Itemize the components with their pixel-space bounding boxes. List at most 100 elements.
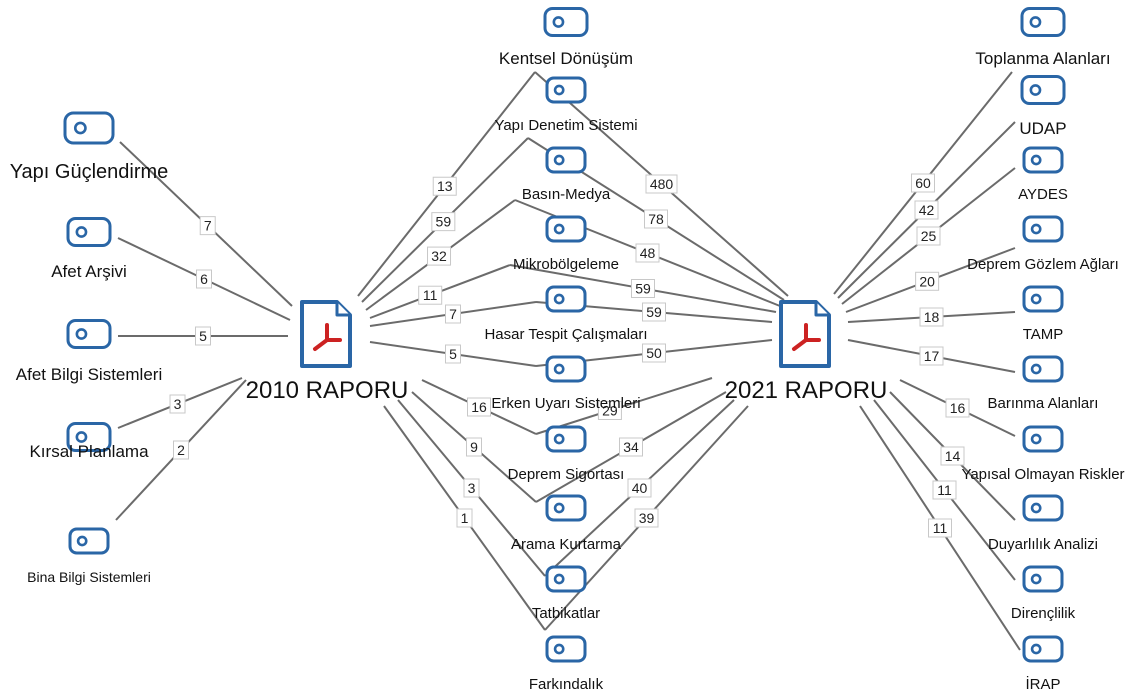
edge-label-box: [432, 176, 457, 196]
topic-node-arama-kurtarma[interactable]: Arama Kurtarma: [511, 494, 622, 553]
edge-r2021-kentsel-donusum: 480: [534, 71, 789, 297]
tag-icon: [545, 215, 587, 243]
edge-weight-label: 29: [602, 402, 618, 418]
edge-r2021-barinma-alanlari: 17: [847, 339, 1016, 373]
topic-label: Kırsal Planlama: [29, 442, 149, 461]
topic-node-tamp[interactable]: TAMP: [1022, 285, 1064, 343]
topic-label: Afet Arşivi: [51, 262, 127, 281]
edge-weight-label: 480: [650, 176, 674, 192]
report-node-r2010[interactable]: 2010 RAPORU: [246, 300, 409, 404]
tag-icon: [66, 319, 112, 349]
report-label: 2010 RAPORU: [246, 377, 409, 404]
edge-label-box: [619, 437, 643, 457]
topic-label: Hasar Tespit Çalışmaları: [484, 326, 647, 343]
edge-weight-label: 5: [199, 328, 207, 344]
topic-node-yapisal-olmayan[interactable]: Yapısal Olmayan Riskler: [961, 425, 1125, 483]
pdf-document-icon: [779, 300, 831, 368]
topic-node-kirsal-planlama[interactable]: Kırsal Planlama: [29, 422, 149, 462]
tag-icon: [543, 7, 589, 37]
topic-node-mikrobolgeleme[interactable]: Mikrobölgeleme: [513, 215, 619, 273]
topic-node-yapi-denetim-sistemi[interactable]: Yapı Denetim Sistemi: [494, 76, 638, 134]
tag-icon: [1022, 635, 1064, 663]
tag-icon: [1022, 565, 1064, 593]
topic-node-hasar-tespit[interactable]: Hasar Tespit Çalışmaları: [484, 285, 648, 343]
edge-weight-label: 7: [449, 306, 457, 322]
topic-label: Afet Bilgi Sistemleri: [16, 365, 162, 384]
edge-label-box: [928, 518, 952, 538]
edge-r2010-basin-medya: 32: [365, 199, 516, 311]
edge-r2021-mikrobolgeleme: 59: [509, 264, 777, 313]
topic-label: Deprem Sigortası: [508, 466, 625, 483]
tag-icon: [1022, 425, 1064, 453]
edge-label-box: [427, 246, 452, 266]
tag-icon: [545, 635, 587, 663]
edge-weight-label: 17: [924, 348, 940, 364]
tag-icon: [68, 527, 110, 555]
edge-weight-label: 11: [937, 482, 952, 498]
tag-icon: [1020, 7, 1066, 37]
edge-label-box: [431, 212, 456, 232]
edge-r2021-deprem-gozlem: 20: [845, 247, 1016, 313]
edge-weight-label: 78: [648, 211, 664, 227]
edge-label-box: [418, 285, 443, 305]
edge-r2021-tamp: 18: [847, 307, 1016, 327]
edge-label-box: [631, 279, 655, 298]
edge-label-box: [911, 173, 935, 193]
edge-label-box: [463, 478, 480, 498]
topic-node-afet-arsivi[interactable]: Afet Arşivi: [51, 217, 127, 282]
edge-r2010-afet-bilgi-sistemleri: 5: [118, 326, 288, 346]
edge-r2010-yapi-denetim-sistemi: 59: [361, 137, 529, 303]
edge-label-box: [445, 304, 461, 324]
edge-r2021-farkindalik: 39: [544, 405, 749, 631]
edge-label-box: [915, 271, 940, 291]
edge-weight-label: 6: [200, 271, 208, 287]
topic-label: Arama Kurtarma: [511, 536, 622, 553]
topic-node-dirensilik[interactable]: Dirençlilik: [1011, 565, 1076, 622]
edge-weight-label: 2: [177, 442, 185, 458]
edge-weight-label: 3: [468, 480, 476, 496]
edge-r2010-bina-bilgi-sistemleri: 2: [115, 379, 247, 521]
edge-r2010-kentsel-donusum: 13: [357, 71, 536, 297]
topic-node-deprem-sigortasi[interactable]: Deprem Sigortası: [508, 425, 625, 483]
edge-r2021-irap: 11: [859, 405, 1021, 651]
topic-node-duyarlilik-analizi[interactable]: Duyarlılık Analizi: [988, 494, 1098, 553]
topic-node-udap[interactable]: UDAP: [1019, 75, 1067, 139]
topic-node-kentsel-donusum[interactable]: Kentsel Dönüşüm: [499, 7, 633, 69]
tag-icon: [1022, 146, 1064, 174]
topic-label: Toplanma Alanları: [975, 49, 1110, 68]
edge-r2010-hasar-tespit: 7: [369, 301, 537, 327]
edge-r2021-aydes: 25: [841, 167, 1016, 305]
topic-node-aydes[interactable]: AYDES: [1018, 146, 1068, 203]
topic-node-basin-medya[interactable]: Basın-Medya: [522, 146, 611, 203]
topic-node-bina-bilgi-sistemleri[interactable]: Bina Bilgi Sistemleri: [27, 527, 151, 585]
topic-node-deprem-gozlem[interactable]: Deprem Gözlem Ağları: [967, 215, 1119, 273]
edge-weight-label: 14: [945, 448, 961, 464]
edge-r2021-dirensilik: 11: [873, 399, 1016, 581]
topic-node-tatbikatlar[interactable]: Tatbikatlar: [532, 565, 600, 622]
topic-label: Deprem Gözlem Ağları: [967, 256, 1119, 273]
topic-node-toplanma-alanlari[interactable]: Toplanma Alanları: [975, 7, 1111, 69]
edge-label-box: [919, 307, 944, 327]
edge-weight-label: 3: [174, 396, 182, 412]
edge-line: [535, 377, 713, 435]
edge-weight-label: 59: [646, 304, 662, 320]
topic-node-yapi-guclendirme[interactable]: Yapı Güçlendirme: [10, 111, 169, 183]
topic-label: Erken Uyarı Sistemleri: [491, 395, 640, 412]
edge-r2010-tatbikatlar: 3: [397, 399, 546, 577]
topic-node-irap[interactable]: İRAP: [1022, 635, 1064, 693]
report-node-r2021[interactable]: 2021 RAPORU: [725, 300, 888, 404]
topic-label: Yapı Güçlendirme: [10, 161, 169, 183]
topic-label: TAMP: [1023, 326, 1064, 343]
topic-node-farkindalik[interactable]: Farkındalık: [529, 635, 604, 693]
edge-label-box: [173, 440, 189, 460]
edge-r2010-arama-kurtarma: 9: [411, 391, 537, 503]
topic-node-afet-bilgi-sistemleri[interactable]: Afet Bilgi Sistemleri: [16, 319, 162, 385]
edge-r2021-hasar-tespit: 59: [535, 301, 773, 323]
tag-icon: [1022, 355, 1064, 383]
topic-node-barinma-alanlari[interactable]: Barınma Alanları: [988, 355, 1099, 412]
topic-label: Kentsel Dönüşüm: [499, 49, 633, 68]
edge-label-box: [445, 344, 461, 364]
edge-weight-label: 9: [470, 439, 478, 455]
topic-node-erken-uyari[interactable]: Erken Uyarı Sistemleri: [491, 355, 641, 412]
pdf-document-icon: [300, 300, 352, 368]
